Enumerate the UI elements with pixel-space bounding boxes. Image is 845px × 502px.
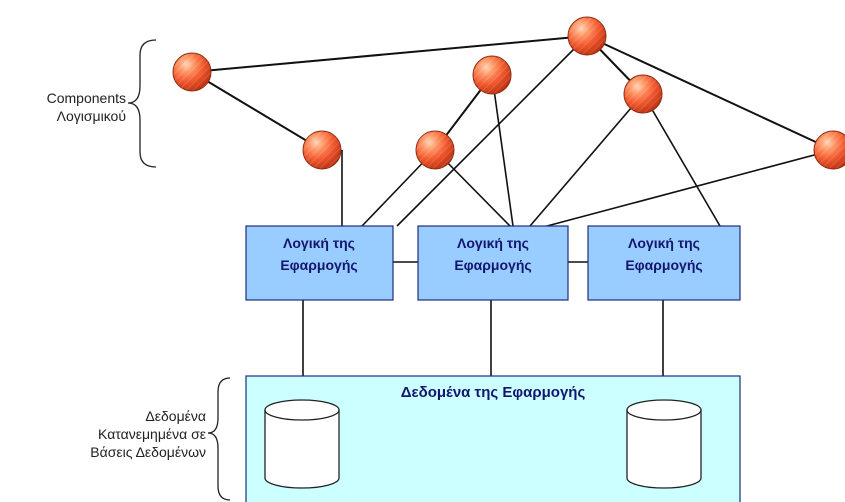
software-components-line-1: Components: [46, 90, 126, 106]
logic-box-3: Λογική της Εφαρμογής: [587, 225, 741, 301]
logic-box-2-line-2: Εφαρμογής: [454, 257, 531, 273]
component-node-2: [302, 130, 342, 170]
distributed-data-label: Δεδομένα Κατανεμημένα σε Βάσεις Δεδομένω…: [60, 407, 206, 461]
component-to-logic-links: [341, 35, 834, 227]
software-components-label: Components Λογισμικού: [10, 89, 126, 125]
distributed-data-line-2: Κατανεμημένα σε: [98, 426, 206, 442]
logic-box-2-line-1: Λογική της: [457, 235, 529, 251]
component-node-5: [567, 16, 607, 56]
database-cylinder-right: [626, 399, 702, 489]
component-node-7: [813, 130, 845, 170]
database-brace: [207, 377, 231, 501]
logic-links: [302, 261, 664, 376]
component-node-3: [415, 130, 455, 170]
logic-box-3-line-1: Λογική της: [628, 235, 700, 251]
logic-box-1-line-1: Λογική της: [283, 235, 355, 251]
logic-box-2: Λογική της Εφαρμογής: [417, 225, 569, 301]
distributed-data-line-3: Βάσεις Δεδομένων: [90, 444, 206, 460]
data-area-title: Δεδομένα της Εφαρμογής: [401, 384, 586, 401]
logic-box-1: Λογική της Εφαρμογής: [245, 225, 394, 301]
logic-box-1-line-2: Εφαρμογής: [280, 257, 357, 273]
logic-box-3-line-2: Εφαρμογής: [625, 257, 702, 273]
component-node-4: [472, 55, 512, 95]
distributed-data-line-1: Δεδομένα: [145, 408, 206, 424]
software-components-line-2: Λογισμικού: [56, 108, 126, 124]
component-node-6: [623, 74, 663, 114]
database-cylinder-left: [264, 399, 340, 489]
component-node-1: [172, 52, 212, 92]
components-brace: [127, 39, 157, 168]
component-links: [191, 35, 834, 151]
